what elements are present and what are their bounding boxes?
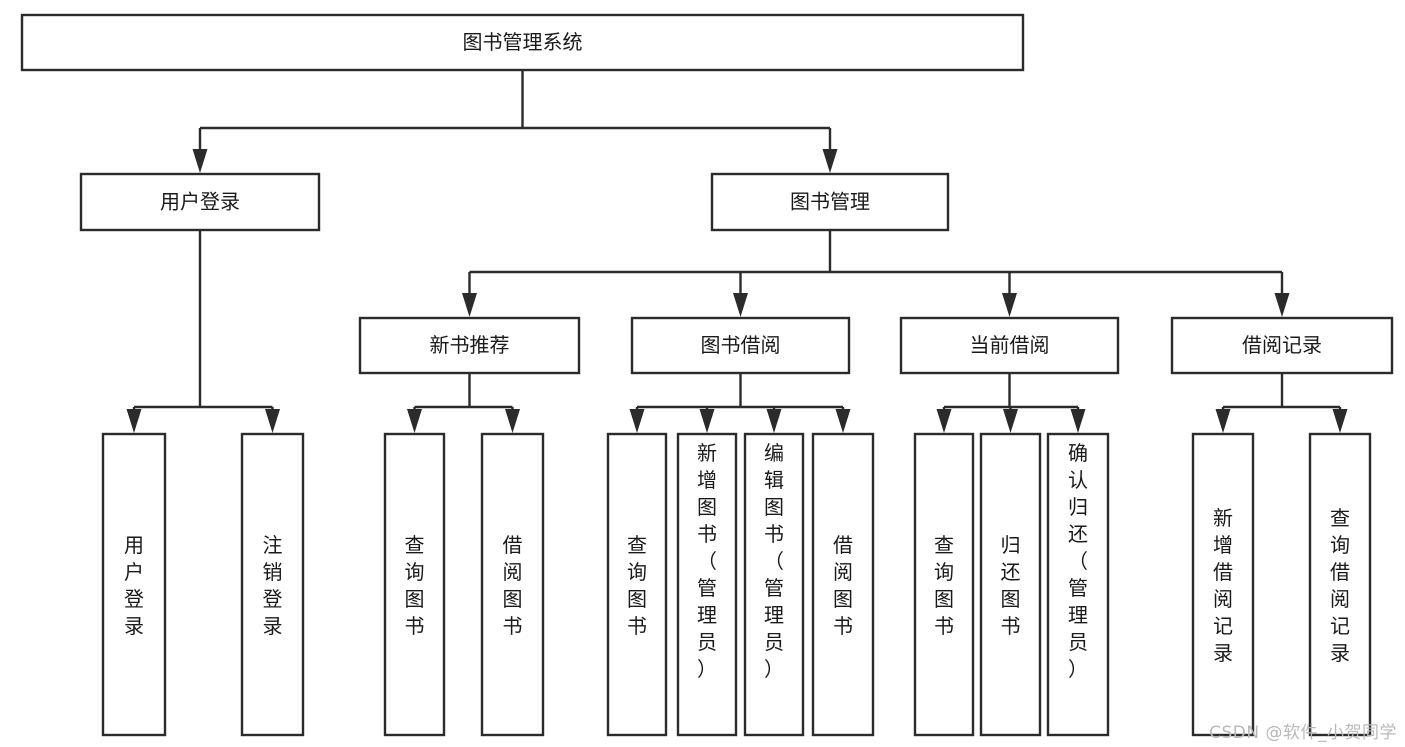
edge-group-root	[192, 70, 838, 173]
node-leaf-query-book-3[interactable]: 查询图书	[913, 432, 975, 737]
node-box-leaf-user-login[interactable]	[101, 432, 167, 737]
node-label-leaf-add-book: 新增图书（管理员）	[697, 441, 717, 681]
node-label-leaf-query-book-2: 查询图书	[627, 533, 647, 638]
node-box-leaf-logout[interactable]	[240, 432, 305, 737]
edges-layer	[126, 70, 1348, 433]
edge-group-book-management	[462, 230, 1290, 317]
node-label-leaf-confirm-return: 确认归还（管理员）	[1068, 441, 1088, 681]
node-box-leaf-borrow-book-1[interactable]	[480, 432, 545, 737]
node-leaf-user-login[interactable]: 用户登录	[101, 432, 167, 737]
node-box-leaf-borrow-book-2[interactable]	[811, 432, 875, 737]
node-box-book-borrow[interactable]	[630, 316, 851, 375]
node-leaf-confirm-return[interactable]: 确认归还（管理员）	[1046, 432, 1110, 737]
node-leaf-add-record[interactable]: 新增借阅记录	[1191, 432, 1255, 737]
node-label-leaf-add-record: 新增借阅记录	[1213, 506, 1233, 665]
node-box-new-book-recommend[interactable]	[358, 316, 581, 375]
node-label-book-borrow: 图书借阅	[701, 333, 781, 357]
arrow-head-icon	[835, 409, 851, 433]
node-label-leaf-query-record: 查询借阅记录	[1330, 506, 1350, 665]
arrow-head-icon	[1002, 293, 1017, 317]
node-box-current-borrow[interactable]	[899, 316, 1120, 375]
node-box-leaf-add-record[interactable]	[1191, 432, 1255, 737]
node-box-leaf-return-book[interactable]	[979, 432, 1042, 737]
node-leaf-borrow-book-2[interactable]: 借阅图书	[811, 432, 875, 737]
node-leaf-add-book[interactable]: 新增图书（管理员）	[676, 432, 738, 737]
csdn-watermark: CSDN @软件_小贺同学	[1209, 723, 1397, 743]
arrow-head-icon	[192, 149, 208, 173]
node-box-book-management[interactable]	[710, 172, 950, 232]
node-label-leaf-borrow-book-1: 借阅图书	[503, 533, 523, 638]
node-label-leaf-user-login: 用户登录	[124, 533, 144, 638]
node-label-leaf-logout: 注销登录	[263, 533, 283, 638]
arrow-head-icon	[126, 409, 142, 433]
node-new-book-recommend[interactable]: 新书推荐	[358, 316, 581, 375]
arrow-head-icon	[766, 409, 782, 433]
node-box-user-login[interactable]	[79, 172, 321, 232]
node-label-leaf-borrow-book-2: 借阅图书	[833, 533, 853, 638]
node-leaf-query-book-1[interactable]: 查询图书	[383, 432, 446, 737]
node-label-user-login: 用户登录	[160, 190, 240, 214]
edge-group-book-borrow	[629, 373, 851, 433]
node-label-new-book-recommend: 新书推荐	[430, 333, 510, 357]
node-leaf-borrow-book-1[interactable]: 借阅图书	[480, 432, 545, 737]
node-label-current-borrow: 当前借阅	[970, 333, 1050, 357]
node-book-borrow[interactable]: 图书借阅	[630, 316, 851, 375]
arrow-head-icon	[822, 149, 838, 173]
edge-group-borrow-record	[1215, 373, 1348, 433]
arrow-head-icon	[699, 409, 715, 433]
node-label-root: 图书管理系统	[463, 30, 583, 54]
node-root[interactable]: 图书管理系统	[20, 13, 1025, 72]
edge-group-current-borrow	[936, 373, 1086, 433]
arrow-head-icon	[505, 409, 520, 433]
arrow-head-icon	[1274, 293, 1290, 317]
node-box-leaf-query-book-1[interactable]	[383, 432, 446, 737]
node-leaf-edit-book[interactable]: 编辑图书（管理员）	[743, 432, 805, 737]
node-current-borrow[interactable]: 当前借阅	[899, 316, 1120, 375]
node-box-leaf-edit-book[interactable]	[743, 432, 805, 737]
arrow-head-icon	[1332, 409, 1348, 433]
node-leaf-query-book-2[interactable]: 查询图书	[606, 432, 668, 737]
node-label-leaf-return-book: 归还图书	[1001, 533, 1021, 638]
node-box-borrow-record[interactable]	[1170, 316, 1394, 375]
node-leaf-return-book[interactable]: 归还图书	[979, 432, 1042, 737]
node-box-leaf-query-book-3[interactable]	[913, 432, 975, 737]
node-box-leaf-query-record[interactable]	[1308, 432, 1372, 737]
node-box-leaf-confirm-return[interactable]	[1046, 432, 1110, 737]
node-label-leaf-query-book-3: 查询图书	[934, 533, 954, 638]
arrow-head-icon	[1070, 409, 1086, 433]
arrow-head-icon	[265, 409, 280, 433]
node-leaf-query-record[interactable]: 查询借阅记录	[1308, 432, 1372, 737]
node-label-borrow-record: 借阅记录	[1242, 333, 1322, 357]
edge-group-new-book-recommend	[407, 373, 520, 433]
arrow-head-icon	[733, 293, 748, 317]
arrow-head-icon	[1003, 409, 1018, 433]
node-box-leaf-add-book[interactable]	[676, 432, 738, 737]
edge-group-user-login	[126, 230, 280, 433]
node-leaf-logout[interactable]: 注销登录	[240, 432, 305, 737]
node-borrow-record[interactable]: 借阅记录	[1170, 316, 1394, 375]
nodes-layer: 图书管理系统用户登录图书管理新书推荐图书借阅当前借阅借阅记录用户登录注销登录查询…	[20, 13, 1394, 737]
arrow-head-icon	[629, 409, 645, 433]
arrow-head-icon	[462, 293, 477, 317]
node-box-leaf-query-book-2[interactable]	[606, 432, 668, 737]
node-book-management[interactable]: 图书管理	[710, 172, 950, 232]
node-label-leaf-query-book-1: 查询图书	[405, 533, 425, 638]
node-box-root[interactable]	[20, 13, 1025, 72]
arrow-head-icon	[407, 409, 422, 433]
node-label-book-management: 图书管理	[790, 190, 870, 214]
node-label-leaf-edit-book: 编辑图书（管理员）	[764, 441, 784, 681]
node-user-login[interactable]: 用户登录	[79, 172, 321, 232]
arrow-head-icon	[1215, 409, 1231, 433]
arrow-head-icon	[936, 409, 952, 433]
